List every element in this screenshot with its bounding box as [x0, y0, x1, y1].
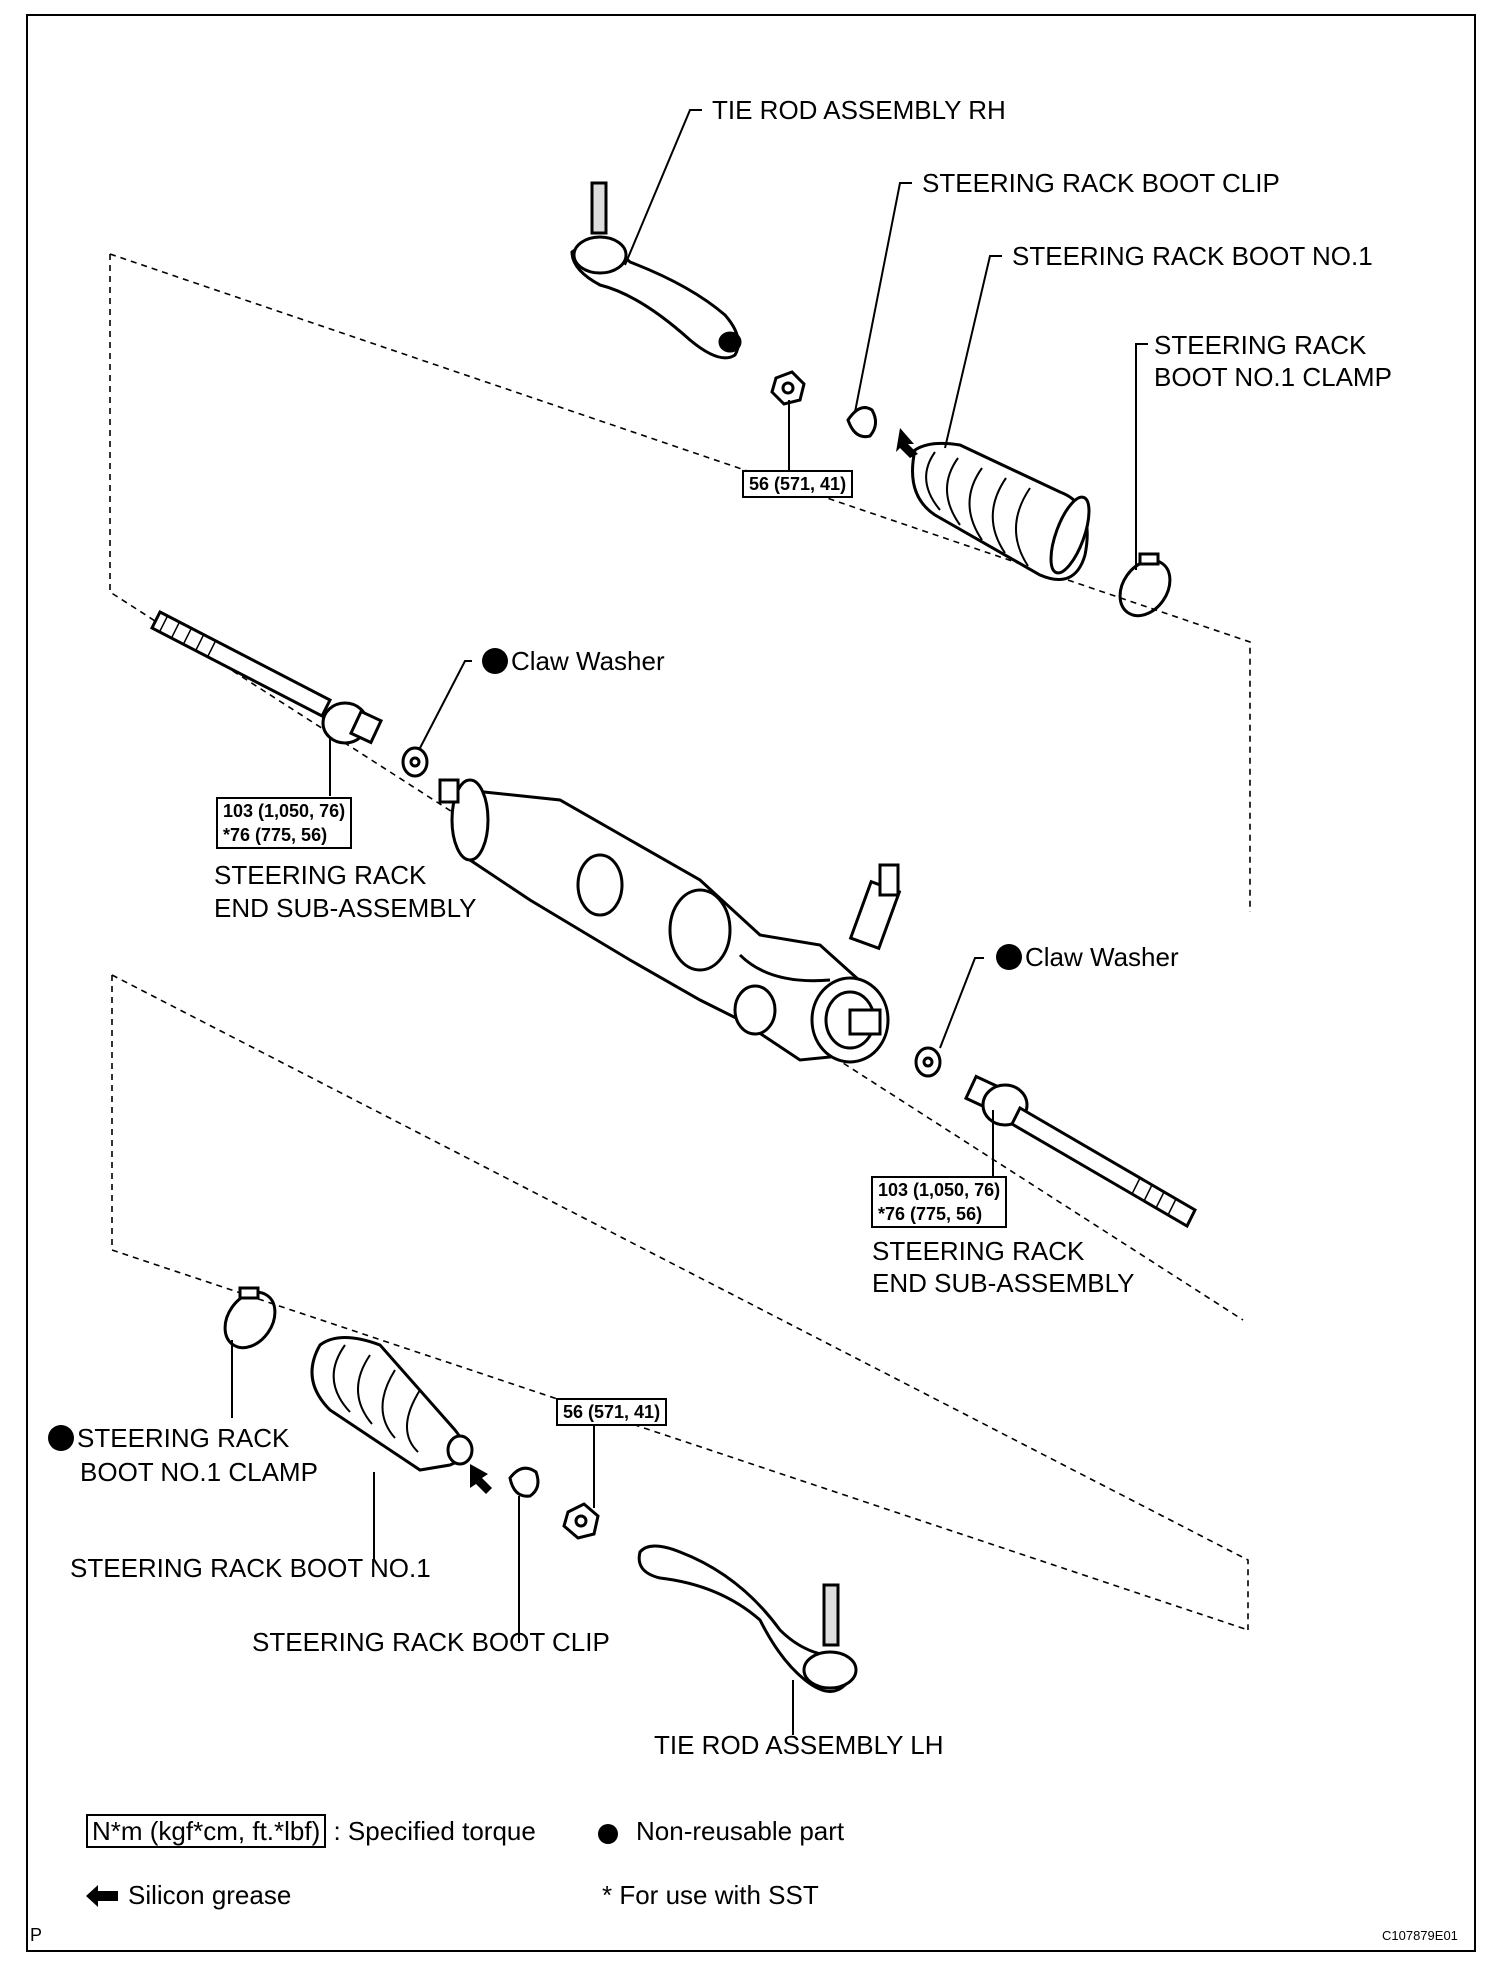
- rack-end-right-part: [963, 1074, 1197, 1229]
- grease-arrow-icons: [470, 428, 918, 1494]
- boot-no1-bottom-label: STEERING RACK BOOT NO.1: [70, 1553, 431, 1583]
- rack-end-right-label-line1: STEERING RACK: [872, 1236, 1085, 1266]
- rack-end-left-label-line1: STEERING RACK: [214, 860, 427, 890]
- dashed-assembly-outline-lower: [111, 974, 1249, 1631]
- boot-no1-bottom-part: [310, 1336, 474, 1472]
- claw-washer-left-part: [401, 746, 429, 778]
- boot-clamp-top-label-line1: STEERING RACK: [1154, 330, 1367, 360]
- rack-end-right-label-line2: END SUB-ASSEMBLY: [872, 1268, 1135, 1298]
- figure-code: C107879E01: [1382, 1928, 1458, 1943]
- legend-torque-desc: : Specified torque: [333, 1816, 536, 1846]
- boot-clip-top-part: [846, 406, 877, 439]
- tie-rod-rh-part: [570, 181, 742, 360]
- torque-rack-end-right: 103 (1,050, 76) *76 (775, 56): [871, 1176, 1008, 1228]
- tie-rod-lh-part: [637, 1544, 858, 1693]
- non-reusable-icon: [48, 1425, 74, 1451]
- filled-circle-icon: [598, 1824, 618, 1844]
- torque-nut-bottom: 56 (571, 41): [556, 1398, 668, 1426]
- claw-washer-right-part: [914, 1046, 942, 1078]
- boot-clamp-top-label-line2: BOOT NO.1 CLAMP: [1154, 362, 1392, 392]
- non-reusable-icon: [482, 648, 508, 674]
- boot-no1-top-part: [911, 441, 1091, 581]
- dashed-assembly-outline-upper: [109, 253, 1251, 1321]
- grease-arrow-top-icon: [896, 428, 918, 458]
- boot-clamp-bottom-part: [223, 1286, 277, 1350]
- legend-torque-unit: N*m (kgf*cm, ft.*lbf): [86, 1814, 327, 1848]
- left-arrow-icon: [86, 1885, 118, 1907]
- nut-bottom-part: [562, 1502, 600, 1540]
- tie-rod-rh-label: TIE ROD ASSEMBLY RH: [712, 95, 1006, 125]
- boot-clamp-bottom-label-line1: STEERING RACK: [48, 1423, 289, 1454]
- boot-clip-bottom-part: [508, 1466, 540, 1498]
- legend-torque: N*m (kgf*cm, ft.*lbf) : Specified torque: [86, 1814, 536, 1848]
- boot-clamp-bottom-label-line2: BOOT NO.1 CLAMP: [80, 1457, 318, 1487]
- non-reusable-icon: [996, 944, 1022, 970]
- boot-clip-bottom-label: STEERING RACK BOOT CLIP: [252, 1627, 610, 1657]
- boot-clamp-top-part: [1118, 552, 1172, 618]
- rack-end-left-label-line2: END SUB-ASSEMBLY: [214, 893, 477, 923]
- footer-left-mark: P: [30, 1925, 43, 1945]
- rack-end-left-part: [149, 609, 384, 745]
- legend-sst: * For use with SST: [602, 1880, 819, 1910]
- legend-grease: Silicon grease: [86, 1880, 291, 1911]
- nut-top-part: [770, 370, 806, 406]
- tie-rod-lh-label: TIE ROD ASSEMBLY LH: [654, 1730, 944, 1760]
- boot-clip-top-label: STEERING RACK BOOT CLIP: [922, 168, 1280, 198]
- claw-washer-right-label: Claw Washer: [996, 942, 1179, 973]
- torque-nut-top: 56 (571, 41): [742, 470, 854, 498]
- claw-washer-left-label: Claw Washer: [482, 646, 665, 677]
- leader-lines: [231, 109, 1148, 1735]
- legend-nonreusable: Non-reusable part: [598, 1816, 844, 1847]
- grease-arrow-bottom-icon: [470, 1464, 492, 1494]
- diagram-frame: [26, 14, 1476, 1952]
- steering-gear-housing-part: [438, 778, 902, 1064]
- boot-no1-top-label: STEERING RACK BOOT NO.1: [1012, 241, 1373, 271]
- torque-rack-end-left: 103 (1,050, 76) *76 (775, 56): [216, 797, 353, 849]
